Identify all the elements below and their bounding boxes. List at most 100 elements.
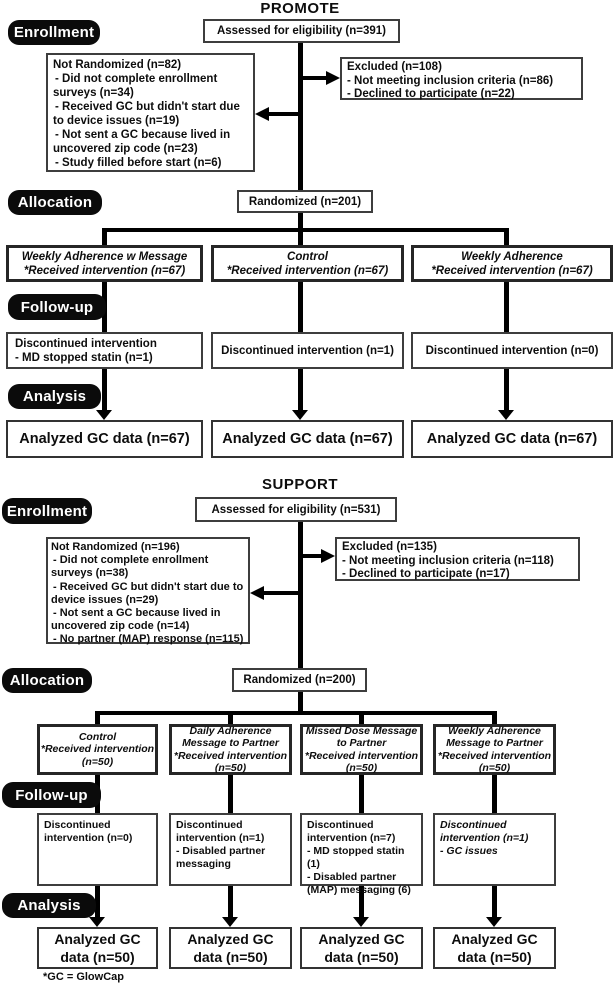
flow-line [228, 711, 233, 724]
excluded-title: Excluded (n=108) [347, 61, 442, 73]
analyzed-box: Analyzed GC data (n=67) [6, 420, 203, 458]
analyzed-box: Analyzed GC data (n=67) [211, 420, 404, 458]
flow-line [95, 711, 100, 724]
arm-received: *Received intervention (n=50) [40, 743, 155, 768]
arrow-down-icon [222, 917, 238, 927]
discontinued-line: - MD stopped statin (n=1) [15, 351, 153, 364]
arrow-right-icon [321, 549, 335, 563]
list-item: - Not meeting inclusion criteria (n=118) [342, 554, 554, 567]
list-item: - Declined to participate (n=17) [342, 568, 510, 580]
flow-line [504, 369, 509, 411]
discontinued-line: Discontinued intervention (n=1) [440, 819, 529, 844]
arm-name: Weekly Adherence Message to Partner [446, 724, 543, 750]
discontinued-box: Discontinued intervention (n=0) [37, 813, 158, 886]
discontinued-box: Discontinued intervention (n=7) - MD sto… [300, 813, 423, 896]
analyzed-box: Analyzed GC data (n=50) [169, 927, 292, 969]
arm-box: Daily Adherence Message to Partner *Rece… [169, 724, 292, 775]
list-item: - Not sent a GC because lived in uncover… [53, 129, 231, 155]
discontinued-line: Discontinued intervention (n=0) [425, 344, 599, 357]
arm-received: *Received intervention (n=67) [431, 264, 593, 277]
flow-line [298, 42, 303, 190]
arm-box: Weekly Adherence w Message *Received int… [6, 245, 203, 282]
arrow-down-icon [353, 917, 369, 927]
arrow-right-icon [326, 71, 340, 85]
footnote: *GC = GlowCap [43, 971, 124, 983]
discontinued-line: Discontinued intervention (n=1) [221, 344, 394, 357]
randomized-box: Randomized (n=200) [232, 668, 367, 692]
flow-line [95, 711, 497, 715]
arrow-down-icon [498, 410, 514, 420]
discontinued-line: - MD stopped statin (1) [307, 845, 405, 870]
analyzed-box: Analyzed GC data (n=50) [300, 927, 423, 969]
discontinued-box: Discontinued intervention (n=0) [411, 332, 613, 369]
list-item: - No partner (MAP) response (n=115) [53, 633, 244, 646]
flow-line [303, 554, 321, 558]
flow-line [102, 228, 107, 245]
arrow-down-icon [89, 917, 105, 927]
arm-box: Weekly Adherence *Received intervention … [411, 245, 613, 282]
arm-received: *Received intervention (n=67) [23, 264, 186, 277]
excluded-title: Excluded (n=135) [342, 541, 437, 553]
flow-line [298, 282, 303, 332]
flow-line [492, 711, 497, 724]
list-item: - Received GC but didn't start due to de… [51, 580, 244, 606]
list-item: - Did not complete enrollment surveys (n… [53, 73, 218, 99]
arm-received: *Received intervention (n=50) [437, 749, 552, 775]
arm-name: Missed Dose Message to Partner [305, 724, 418, 750]
discontinued-box: Discontinued intervention - MD stopped s… [6, 332, 203, 369]
stage-badge-analysis: Analysis [2, 893, 96, 918]
arrow-down-icon [486, 917, 502, 927]
assessed-box: Assessed for eligibility (n=391) [203, 19, 400, 43]
excluded-box: Excluded (n=135) - Not meeting inclusion… [335, 537, 580, 581]
discontinued-line: Discontinued intervention (n=7) [307, 819, 396, 844]
flow-line [303, 76, 327, 80]
arm-box: Control *Received intervention (n=67) [211, 245, 404, 282]
arm-name: Control [78, 730, 117, 743]
arm-name: Daily Adherence Message to Partner [182, 724, 279, 750]
flow-line [298, 228, 303, 245]
arm-received: *Received intervention (n=50) [304, 749, 419, 775]
promote-title: PROMOTE [260, 0, 340, 17]
flow-line [492, 775, 497, 813]
discontinued-line: - Disabled partner messaging [176, 845, 266, 870]
list-item: - Not meeting inclusion criteria (n=86) [347, 74, 554, 87]
flow-line [359, 711, 364, 724]
discontinued-box: Discontinued intervention (n=1) [211, 332, 404, 369]
not-randomized-title: Not Randomized (n=82) [53, 59, 182, 71]
flow-line [95, 886, 100, 918]
excluded-box: Excluded (n=108) - Not meeting inclusion… [340, 57, 583, 100]
support-title: SUPPORT [261, 476, 338, 493]
arrow-down-icon [292, 410, 308, 420]
list-item: - Received GC but didn't start due to de… [53, 101, 240, 127]
discontinued-line: Discontinued intervention (n=1) [176, 819, 265, 844]
discontinued-line: Discontinued intervention (n=0) [44, 819, 133, 844]
analyzed-box: Analyzed GC data (n=67) [411, 420, 613, 458]
flow-line [298, 369, 303, 411]
flow-line [359, 886, 364, 918]
flow-line [298, 213, 303, 228]
stage-badge-allocation: Allocation [8, 190, 102, 215]
list-item: - Study filled before start (n=6) [55, 157, 222, 169]
list-item: - Declined to participate (n=22) [347, 88, 515, 100]
stage-badge-analysis: Analysis [8, 384, 101, 409]
arrow-down-icon [96, 410, 112, 420]
flow-line [298, 521, 303, 668]
discontinued-line: - Disabled partner (MAP) messaging (6) [307, 871, 411, 896]
flow-line [269, 112, 298, 116]
flow-line [102, 369, 107, 411]
randomized-box: Randomized (n=201) [237, 190, 373, 213]
assessed-box: Assessed for eligibility (n=531) [195, 497, 397, 522]
arm-box: Missed Dose Message to Partner *Received… [300, 724, 423, 775]
flow-line [228, 886, 233, 918]
not-randomized-box: Not Randomized (n=196) - Did not complet… [46, 537, 250, 646]
flow-line [504, 228, 509, 245]
not-randomized-title: Not Randomized (n=196) [51, 541, 180, 553]
stage-badge-enrollment: Enrollment [8, 20, 100, 45]
arrow-left-icon [255, 107, 269, 121]
arm-received: *Received intervention (n=50) [173, 749, 288, 775]
analyzed-box: Analyzed GC data (n=50) [37, 927, 158, 969]
arm-name: Weekly Adherence [461, 250, 563, 263]
stage-badge-followup: Follow-up [2, 782, 101, 808]
list-item: - Did not complete enrollment surveys (n… [51, 554, 209, 580]
